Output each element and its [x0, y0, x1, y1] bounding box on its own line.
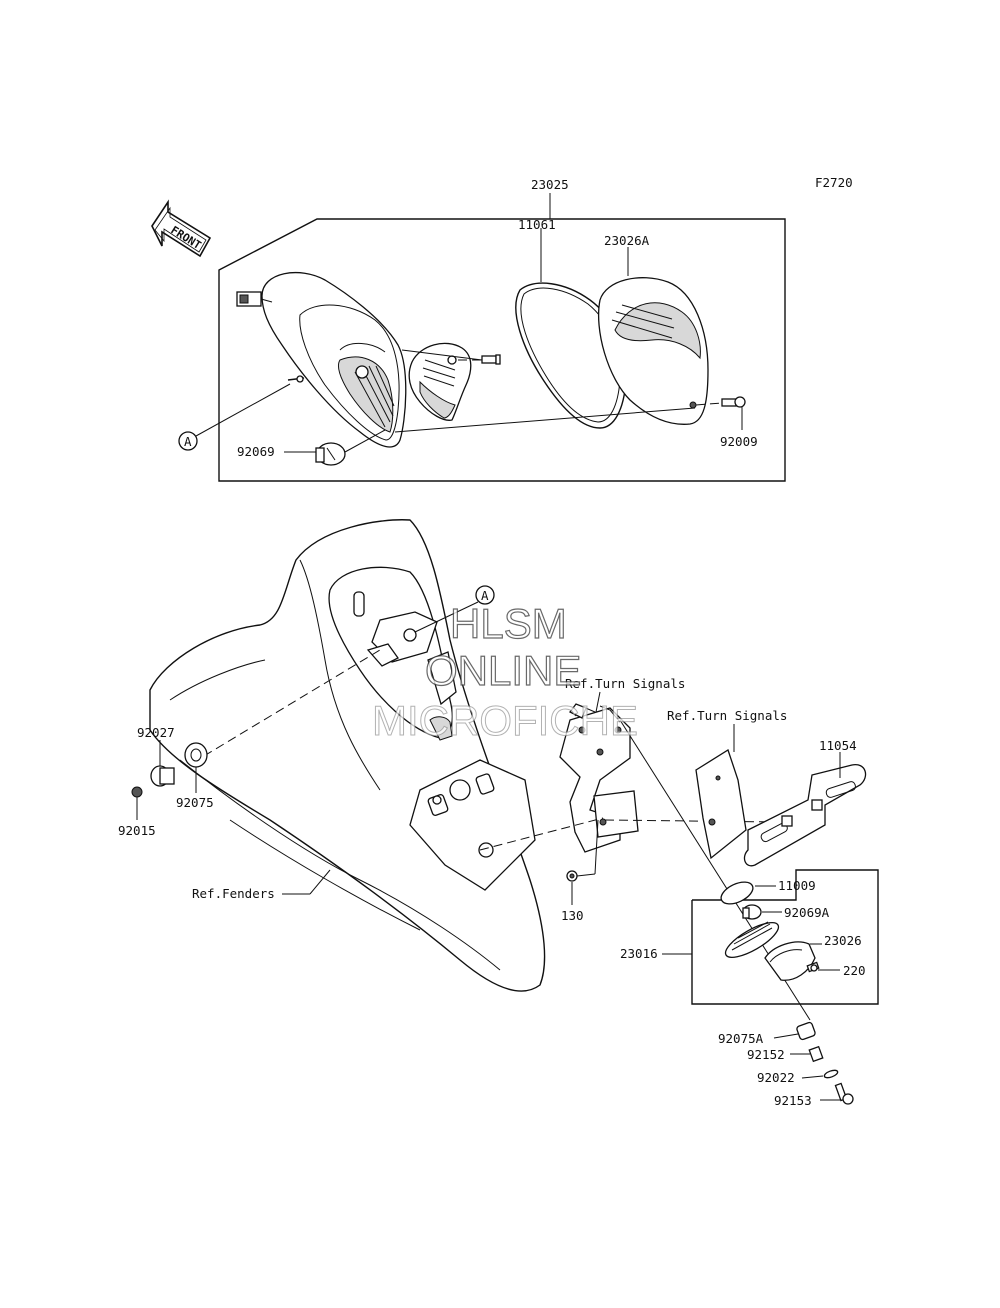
label-92015: 92015: [118, 823, 156, 838]
label-ref-fenders: Ref.Fenders: [192, 886, 275, 901]
marker-a-upper: A: [178, 383, 291, 451]
label-11009: 11009: [778, 878, 816, 893]
label-ref-turn-signals-2: Ref.Turn Signals: [667, 708, 787, 723]
rear-fender: [149, 519, 546, 992]
watermark: HLSM ONLINE MICROFICHE: [372, 599, 639, 744]
license-lamp-lens: 23026: [724, 921, 862, 981]
tail-lamp-lens: 23026A: [597, 233, 709, 425]
marker-a-lower: A: [414, 585, 495, 633]
label-23016: 23016: [620, 946, 658, 961]
watermark-line2: ONLINE: [425, 647, 581, 694]
label-11061: 11061: [518, 217, 556, 232]
label-130: 130: [561, 908, 584, 923]
label-92153: 92153: [774, 1093, 812, 1108]
leader-fenders-2: [309, 869, 331, 895]
tail-lamp-housing: [236, 272, 407, 448]
tail-lamp-assembly-box: 23025: [218, 177, 786, 482]
watermark-line1: HLSM: [450, 600, 567, 647]
label-92027: 92027: [137, 725, 175, 740]
leader-housing-lens: [394, 407, 696, 433]
label-92069: 92069: [237, 444, 275, 459]
screw-130: 130: [561, 819, 599, 923]
screw-92009: 92009: [695, 396, 758, 449]
bulb-92069a: 92069A: [742, 904, 830, 920]
screw-220: 220: [806, 961, 866, 978]
label-23025: 23025: [531, 177, 569, 192]
license-bracket: [559, 703, 639, 853]
leader-housing-screw: [401, 349, 483, 361]
label-92075: 92075: [176, 795, 214, 810]
bolt-92153: 92153: [774, 1082, 854, 1108]
lens-gasket: 11061: [515, 217, 627, 429]
leader-turn-signals-1: [595, 691, 601, 713]
bulb-92069: 92069: [237, 429, 386, 466]
washer-92022: 92022: [757, 1069, 839, 1085]
marker-a-upper-label: A: [184, 434, 192, 449]
label-92152: 92152: [747, 1047, 785, 1062]
label-92075A: 92075A: [718, 1031, 764, 1046]
license-lamp-box: 23016: [620, 869, 879, 1005]
label-23026A: 23026A: [604, 233, 650, 248]
reflector-bracket-11054: 11054: [743, 738, 867, 867]
dash-bracket-reflector: [604, 819, 781, 823]
label-ref-turn-signals-1: Ref.Turn Signals: [565, 676, 685, 691]
grommet-92075a: 92075A: [718, 1021, 816, 1046]
label-11054: 11054: [819, 738, 857, 753]
label-220: 220: [843, 963, 866, 978]
turn-signal-bracket: [695, 749, 747, 860]
collar-92152: 92152: [747, 1045, 824, 1063]
watermark-line3: MICROFICHE: [372, 697, 638, 744]
label-23026: 23026: [824, 933, 862, 948]
figure-code: F2720: [815, 175, 853, 190]
label-92069A: 92069A: [784, 905, 830, 920]
front-arrow-icon: FRONT: [151, 199, 212, 258]
marker-a-lower-label: A: [481, 588, 489, 603]
grommet-group: 92027 92075 92015: [118, 649, 381, 838]
seal-11009: 11009: [720, 878, 816, 905]
label-92022: 92022: [757, 1070, 795, 1085]
label-92009: 92009: [720, 434, 758, 449]
dash-bracket-fender: [479, 817, 604, 851]
reflector-bracket: [408, 342, 472, 421]
